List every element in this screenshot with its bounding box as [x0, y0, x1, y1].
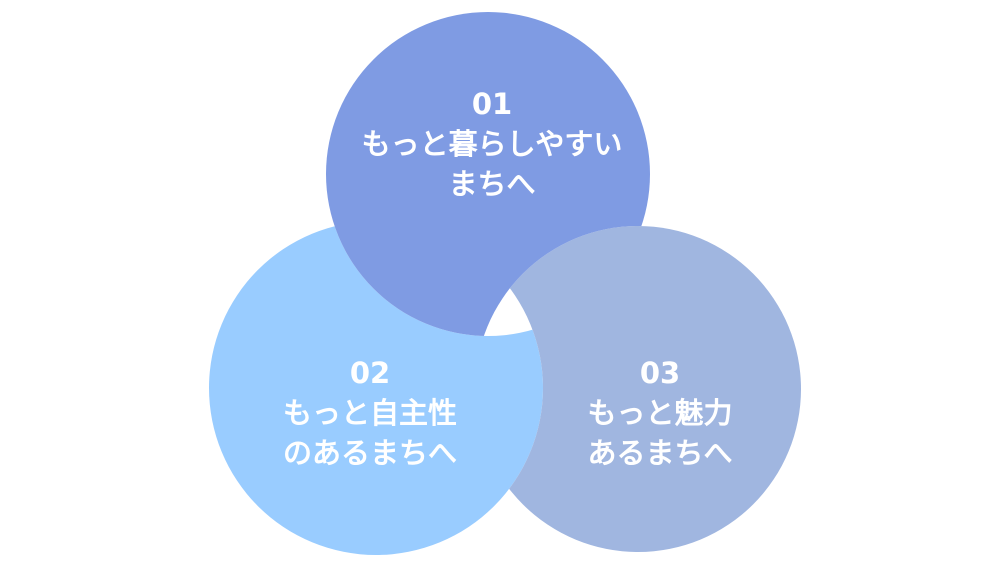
circle-3-line-1: もっと魅力 — [587, 396, 733, 430]
circle-1-label: 01 もっと暮らしやすい まちへ — [362, 84, 623, 204]
circle-1-number: 01 — [471, 87, 513, 121]
circle-3-line-2: あるまちへ — [587, 436, 733, 470]
circle-2-line-1: もっと自主性 — [282, 396, 458, 430]
circle-2-line-2: のあるまちへ — [282, 436, 458, 470]
circle-1 — [326, 12, 650, 336]
circle-1-line-2: まちへ — [448, 167, 536, 201]
circle-2-number: 02 — [349, 356, 391, 390]
circle-3-number: 03 — [639, 356, 681, 390]
circle-2-label: 02 もっと自主性 のあるまちへ — [283, 353, 457, 473]
circle-3-label: 03 もっと魅力 あるまちへ — [587, 353, 732, 473]
circle-1-line-1: もっと暮らしやすい — [361, 127, 623, 161]
